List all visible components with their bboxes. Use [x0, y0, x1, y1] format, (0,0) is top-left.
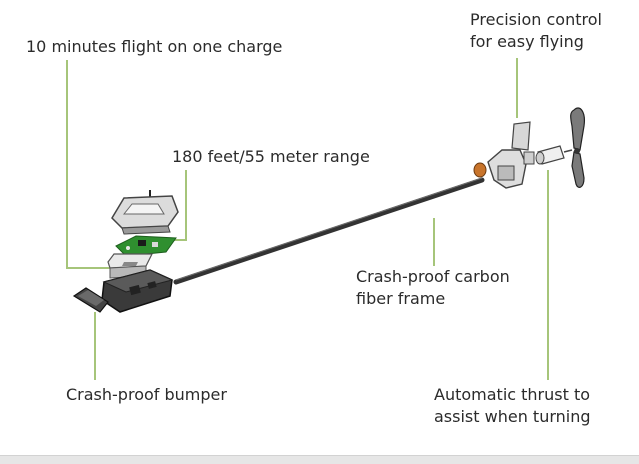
precision-control-label: Precision control for easy flying	[470, 9, 602, 53]
carbon-fiber-frame	[173, 177, 485, 285]
tail-fin	[511, 121, 531, 151]
tail-motor	[535, 145, 573, 165]
thrust-label-line1: Automatic thrust to	[434, 385, 591, 404]
tail-assembly	[473, 121, 535, 189]
precision-control-label-line2: for easy flying	[470, 32, 584, 51]
thrust-label: Automatic thrust to assist when turning	[434, 384, 591, 428]
range-label: 180 feet/55 meter range	[172, 147, 370, 166]
bumper-label: Crash-proof bumper	[66, 385, 227, 404]
thrust-label-line2: assist when turning	[434, 407, 591, 426]
bottom-divider-bar	[0, 455, 639, 464]
circuit-board	[115, 235, 177, 257]
tail-propeller	[570, 107, 585, 188]
frame-highlight	[175, 177, 483, 281]
frame-label: Crash-proof carbon fiber frame	[356, 266, 510, 310]
canopy-cover	[111, 190, 179, 235]
callout-line-flight	[66, 60, 110, 269]
precision-control-label-line1: Precision control	[470, 10, 602, 29]
frame-label-line1: Crash-proof carbon	[356, 267, 510, 286]
callout-lines	[66, 58, 549, 380]
bumper	[72, 287, 109, 313]
chassis-base	[101, 269, 174, 313]
flight-time-label: 10 minutes flight on one charge	[26, 37, 283, 56]
frame-label-line2: fiber frame	[356, 289, 446, 308]
